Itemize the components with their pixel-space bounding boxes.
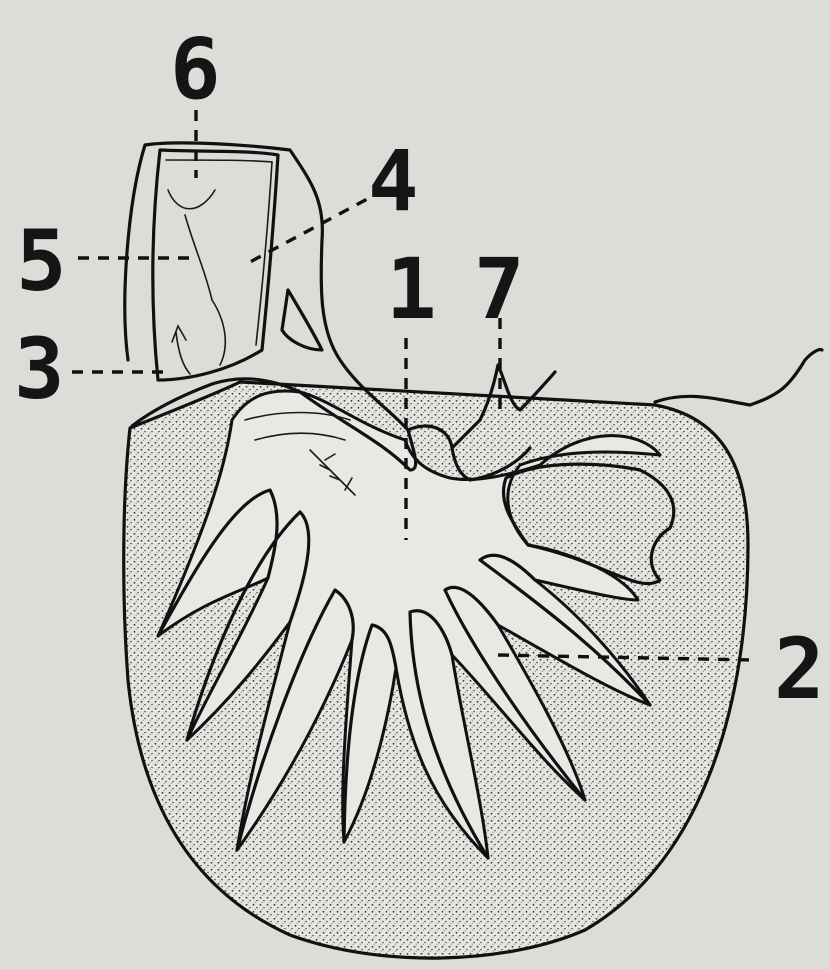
label-5: 5: [16, 212, 67, 310]
label-2: 2: [774, 620, 825, 718]
label-6: 6: [170, 20, 221, 118]
label-7: 7: [474, 240, 525, 338]
label-4: 4: [368, 132, 419, 230]
label-1: 1: [386, 240, 437, 338]
label-3: 3: [14, 320, 65, 418]
